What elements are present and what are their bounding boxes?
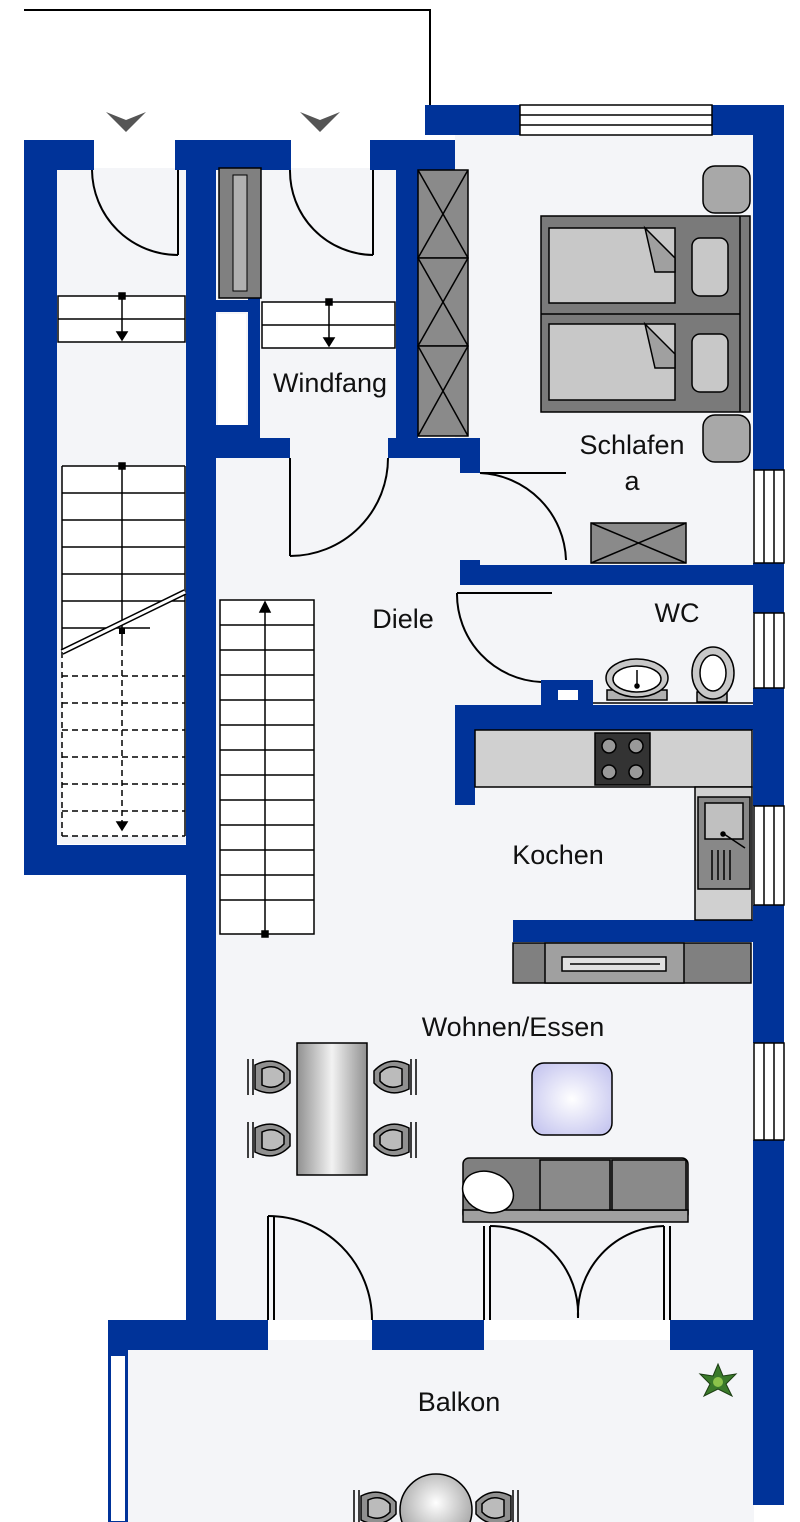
sofa [461, 1157, 689, 1223]
door-balkon-left [267, 1215, 373, 1321]
toilet-wc [691, 646, 735, 703]
window-right-kochen [753, 805, 785, 906]
closet-cabinets [417, 169, 469, 437]
door-windfang-diele [289, 457, 389, 557]
label-balkon: Balkon [418, 1387, 501, 1417]
nightstand-bottom [702, 414, 751, 463]
coffee-table [531, 1062, 613, 1136]
room-labels: Windfang Schlafen a WC Diele Kochen Wohn… [273, 368, 700, 1417]
door-wc [455, 592, 552, 683]
dining-table [296, 1042, 368, 1176]
chevron-down-icon [300, 112, 340, 132]
window-right-wohnen [753, 1042, 785, 1141]
windfang-steps [261, 298, 396, 349]
window-right-schlafen [753, 469, 785, 564]
window-right-wc [753, 612, 785, 689]
nightstand-top [702, 165, 751, 214]
label-windfang: Windfang [273, 368, 387, 398]
kitchen-counter [474, 729, 753, 921]
label-diele: Diele [372, 604, 434, 634]
label-wc: WC [655, 598, 700, 628]
building-outline [24, 9, 431, 110]
wc-vent-opening [558, 690, 578, 700]
label-wohnen-essen: Wohnen/Essen [422, 1012, 605, 1042]
label-kochen: Kochen [512, 840, 604, 870]
door-windfang-entry [288, 169, 374, 256]
sink-wc [605, 658, 669, 701]
wardrobe-windfang [218, 167, 262, 299]
plant-icon [698, 1362, 738, 1398]
walls [24, 105, 784, 1522]
door-stairwell-entry [91, 169, 179, 256]
window-top-schlafen [519, 104, 713, 136]
dining-chairs [247, 1059, 417, 1158]
door-schlafen [479, 472, 567, 561]
sideboard [512, 942, 752, 984]
windows [519, 104, 785, 1141]
door-balkon-right [483, 1224, 671, 1320]
doors [91, 169, 671, 1321]
chevron-down-icon [106, 112, 146, 132]
shaft-opening [218, 314, 246, 425]
label-schlafen-suffix: a [624, 466, 640, 496]
balkon-chairs [353, 1490, 519, 1522]
main-stairs [219, 599, 315, 938]
stairwell-stairs [57, 292, 187, 837]
dresser-schlafen [590, 522, 687, 564]
balkon-rail [109, 1354, 127, 1522]
label-schlafen: Schlafen [579, 430, 684, 460]
balkon-table [399, 1473, 473, 1522]
double-bed [540, 215, 751, 413]
